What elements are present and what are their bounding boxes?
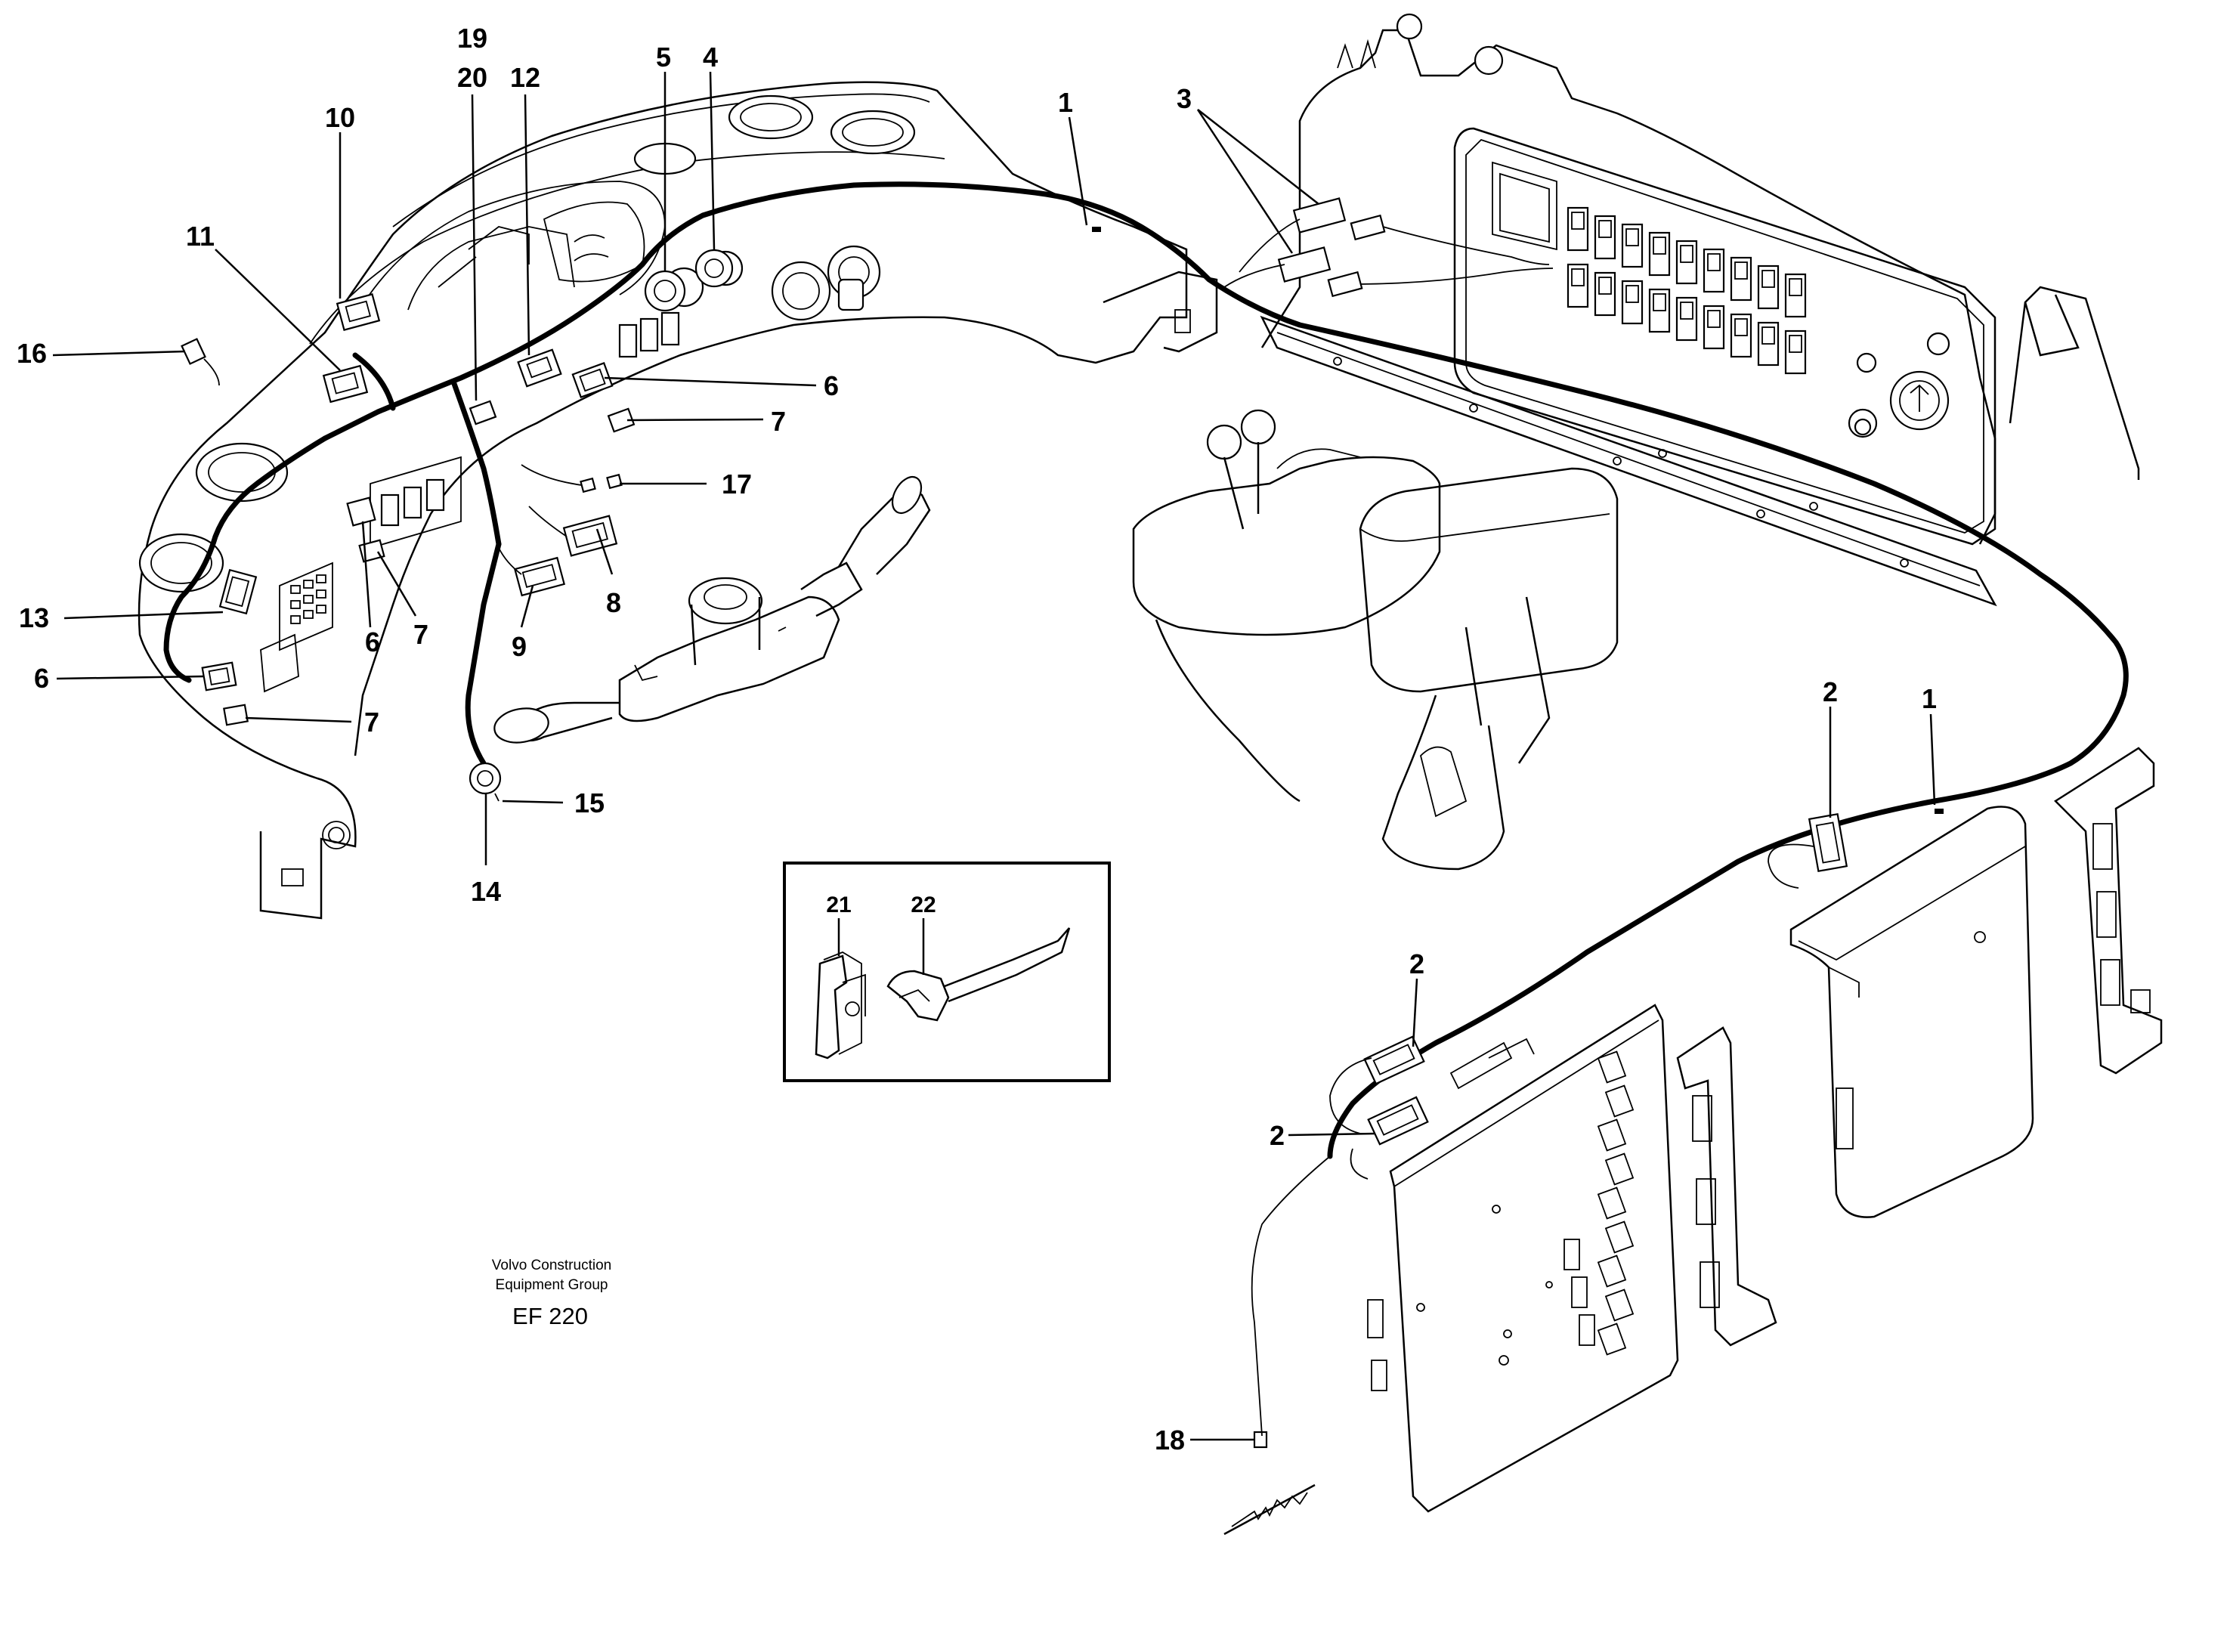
callout-17: 17: [722, 469, 752, 500]
connector-7-right: [607, 407, 636, 433]
callout-1-right: 1: [1922, 683, 1937, 714]
panel-switch: [1703, 305, 1725, 350]
board-slot: [1597, 1186, 1627, 1220]
connectors: [181, 197, 1848, 1180]
callout-7-middle: 7: [413, 619, 428, 650]
panel-switch: [1648, 288, 1671, 333]
callout-2-upper: 2: [1823, 676, 1838, 707]
ignition-switch: [663, 245, 881, 321]
connector-7-left: [223, 704, 249, 726]
drawing-code: EF 220: [512, 1303, 588, 1329]
steering-column-switch: [493, 476, 931, 744]
callout-4: 4: [703, 42, 718, 73]
callout-10: 10: [325, 102, 355, 133]
panel-switch: [1648, 231, 1671, 277]
dashboard-panel: [138, 81, 1218, 920]
panel-switch: [1567, 206, 1589, 252]
callout-8: 8: [606, 587, 621, 618]
panel-switch: [1784, 329, 1807, 375]
callout-16: 16: [17, 338, 47, 369]
connector-9: [498, 547, 566, 597]
main-cable-harness: [163, 181, 2129, 1437]
callout-13: 13: [19, 602, 49, 633]
callout-11: 11: [186, 221, 215, 252]
connector-16: [181, 338, 220, 386]
connector-6-right: [571, 362, 614, 398]
callout-2-middle: 2: [1409, 948, 1424, 979]
panel-switch: [1621, 280, 1644, 325]
callout-6-right: 6: [824, 370, 839, 401]
callout-9: 9: [512, 631, 527, 662]
board-slot: [1571, 1276, 1588, 1308]
callout-20: 20: [457, 62, 487, 93]
board-slot: [1597, 1118, 1627, 1152]
board-slot: [1597, 1254, 1627, 1288]
connector-2-lower-b: [1367, 1096, 1429, 1146]
connector-13: [218, 568, 258, 615]
inset-frame: [783, 862, 1111, 1082]
connector-6-middle: [346, 497, 376, 527]
connector-7-middle: [358, 539, 385, 563]
keypad: [279, 561, 333, 651]
board-slot: [1604, 1288, 1635, 1322]
panel-switch: [1703, 248, 1725, 293]
callout-18: 18: [1155, 1425, 1185, 1456]
connector-4: [694, 249, 734, 288]
connector-5: [644, 270, 686, 312]
maker-credit: Volvo Construction Equipment Group EF 22…: [492, 1258, 611, 1329]
callout-19: 19: [457, 23, 487, 54]
callout-22: 22: [911, 893, 936, 917]
switch-control-panel: [1260, 13, 2140, 607]
board-slot: [1604, 1084, 1635, 1118]
callout-12: 12: [510, 62, 540, 93]
leader-lines: [52, 71, 1936, 1441]
connector-6-left: [201, 661, 237, 691]
connector-10: [336, 293, 381, 331]
callout-6-middle: 6: [365, 626, 380, 657]
callout-5: 5: [656, 42, 671, 73]
panel-switch: [1730, 256, 1752, 302]
credit-line-1: Volvo Construction: [492, 1258, 611, 1273]
board-slot: [1579, 1314, 1595, 1346]
connector-17: [521, 464, 623, 493]
panel-switch: [1594, 271, 1616, 317]
board-slot: [1604, 1220, 1635, 1254]
connector-11: [322, 364, 369, 404]
connector-2-upper: [1768, 812, 1848, 889]
board-slot: [1597, 1323, 1627, 1356]
board-slot: [1563, 1239, 1580, 1270]
panel-switch: [1567, 263, 1589, 308]
switch-grid: [1567, 206, 1807, 375]
board-slot: [1604, 1152, 1635, 1186]
panel-switch: [1784, 273, 1807, 318]
connector-2-lower-a: [1363, 1035, 1425, 1085]
callout-7-left: 7: [364, 707, 379, 738]
callout-21: 21: [826, 893, 851, 917]
connector-3: [1223, 197, 1554, 298]
clip-detail-inset: [783, 862, 1111, 1082]
panel-switch: [1594, 215, 1616, 260]
callout-6-left: 6: [34, 663, 49, 694]
board-slot: [1597, 1050, 1627, 1084]
callout-1-top: 1: [1058, 87, 1073, 118]
callout-3: 3: [1177, 83, 1192, 114]
panel-switch: [1757, 265, 1780, 310]
panel-switch: [1757, 321, 1780, 367]
callout-14: 14: [471, 876, 501, 907]
connector-19-20: [469, 400, 497, 425]
operator-seat-console: [1132, 409, 1619, 871]
callout-2-lower: 2: [1270, 1120, 1285, 1151]
callout-15: 15: [574, 787, 605, 818]
electronic-control-units: [1223, 747, 2163, 1536]
panel-switch: [1675, 240, 1698, 285]
panel-switch: [1621, 223, 1644, 268]
panel-switch: [1730, 313, 1752, 358]
panel-switch: [1675, 296, 1698, 342]
connector-12: [517, 348, 562, 388]
callout-labels: 1 1 2 2 2 3 4 5 6 6 6 7 7 7 8 9 10 11 12…: [17, 23, 1937, 1456]
credit-line-2: Equipment Group: [496, 1277, 608, 1293]
callout-7-right: 7: [771, 406, 786, 437]
